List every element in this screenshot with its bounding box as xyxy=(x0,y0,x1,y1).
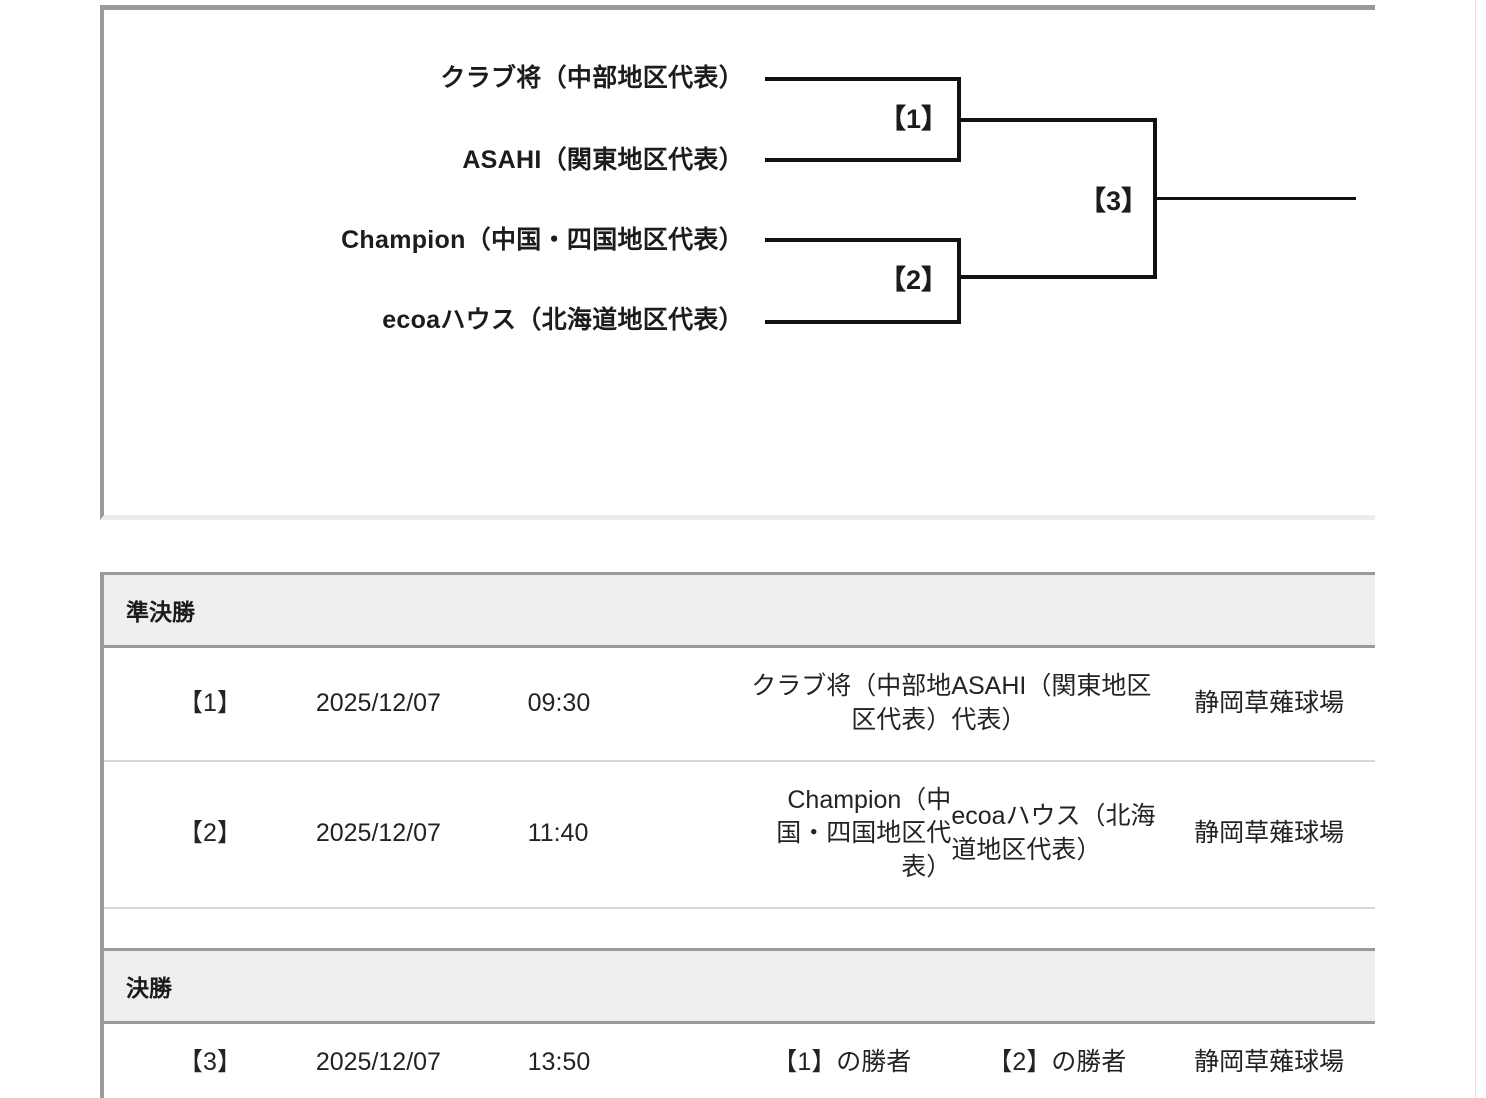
bracket-node-1-label: 【1】 xyxy=(879,104,949,134)
match-venue: 静岡草薙球場 xyxy=(1163,760,1375,909)
match-date: 2025/12/07 xyxy=(315,760,528,909)
match-venue: 静岡草薙球場 xyxy=(1163,1022,1375,1098)
bracket-diagram: クラブ将（中部地区代表） ASAHI（関東地区代表） Champion（中国・四… xyxy=(104,10,1375,515)
bracket-node-3-label: 【3】 xyxy=(1079,186,1149,216)
schedule-table: 準決勝 【1】 2025/12/07 09:30 クラブ将（中部地区代表） AS… xyxy=(104,572,1375,1098)
table-row[interactable]: 【1】 2025/12/07 09:30 クラブ将（中部地区代表） ASAHI（… xyxy=(104,646,1375,762)
section-title-final: 決勝 xyxy=(104,948,1375,1025)
bracket-line-winner1-to-final xyxy=(957,118,1157,122)
bracket-connector-2 xyxy=(957,238,961,324)
match-number: 【1】 xyxy=(104,646,316,762)
schedule-panel: 準決勝 【1】 2025/12/07 09:30 クラブ将（中部地区代表） AS… xyxy=(100,572,1375,1098)
match-time: 09:30 xyxy=(527,646,740,762)
section-spacer-row xyxy=(104,907,1375,951)
match-team1: Champion（中国・四国地区代表） xyxy=(739,760,952,909)
bracket-team-4: ecoaハウス（北海道地区代表） xyxy=(382,306,744,334)
bracket-panel: クラブ将（中部地区代表） ASAHI（関東地区代表） Champion（中国・四… xyxy=(100,5,1375,520)
schedule-section-header: 決勝 xyxy=(104,948,1375,1025)
section-title-semifinal: 準決勝 xyxy=(104,572,1375,648)
bracket-line-team1-feed xyxy=(765,77,961,81)
bracket-team-2: ASAHI（関東地区代表） xyxy=(462,146,744,174)
table-row[interactable]: 【3】 2025/12/07 13:50 【1】の勝者 【2】の勝者 静岡草薙球… xyxy=(104,1022,1375,1098)
page-right-rule xyxy=(1475,0,1476,1098)
match-venue: 静岡草薙球場 xyxy=(1163,646,1375,762)
table-row[interactable]: 【2】 2025/12/07 11:40 Champion（中国・四国地区代表）… xyxy=(104,760,1375,909)
match-time: 13:50 xyxy=(527,1022,740,1098)
schedule-section-header: 準決勝 xyxy=(104,572,1375,648)
bracket-team-1: クラブ将（中部地区代表） xyxy=(440,64,744,92)
match-number: 【3】 xyxy=(104,1022,316,1098)
bracket-line-champion xyxy=(1153,197,1356,200)
bracket-team-3: Champion（中国・四国地区代表） xyxy=(341,226,744,254)
match-team2: ecoaハウス（北海道地区代表） xyxy=(951,760,1164,909)
match-date: 2025/12/07 xyxy=(315,646,528,762)
bracket-line-team4-feed xyxy=(765,320,961,324)
match-number: 【2】 xyxy=(104,760,316,909)
bracket-line-team3-feed xyxy=(765,238,961,242)
bracket-line-team2-feed xyxy=(765,158,961,162)
match-date: 2025/12/07 xyxy=(315,1022,528,1098)
match-team1: 【1】の勝者 xyxy=(739,1022,952,1098)
bracket-line-winner2-to-final xyxy=(957,275,1157,279)
match-time: 11:40 xyxy=(527,760,740,909)
match-team2: ASAHI（関東地区代表） xyxy=(951,646,1164,762)
bracket-node-2-label: 【2】 xyxy=(879,265,949,295)
match-team2: 【2】の勝者 xyxy=(951,1022,1164,1098)
match-team1: クラブ将（中部地区代表） xyxy=(739,646,952,762)
